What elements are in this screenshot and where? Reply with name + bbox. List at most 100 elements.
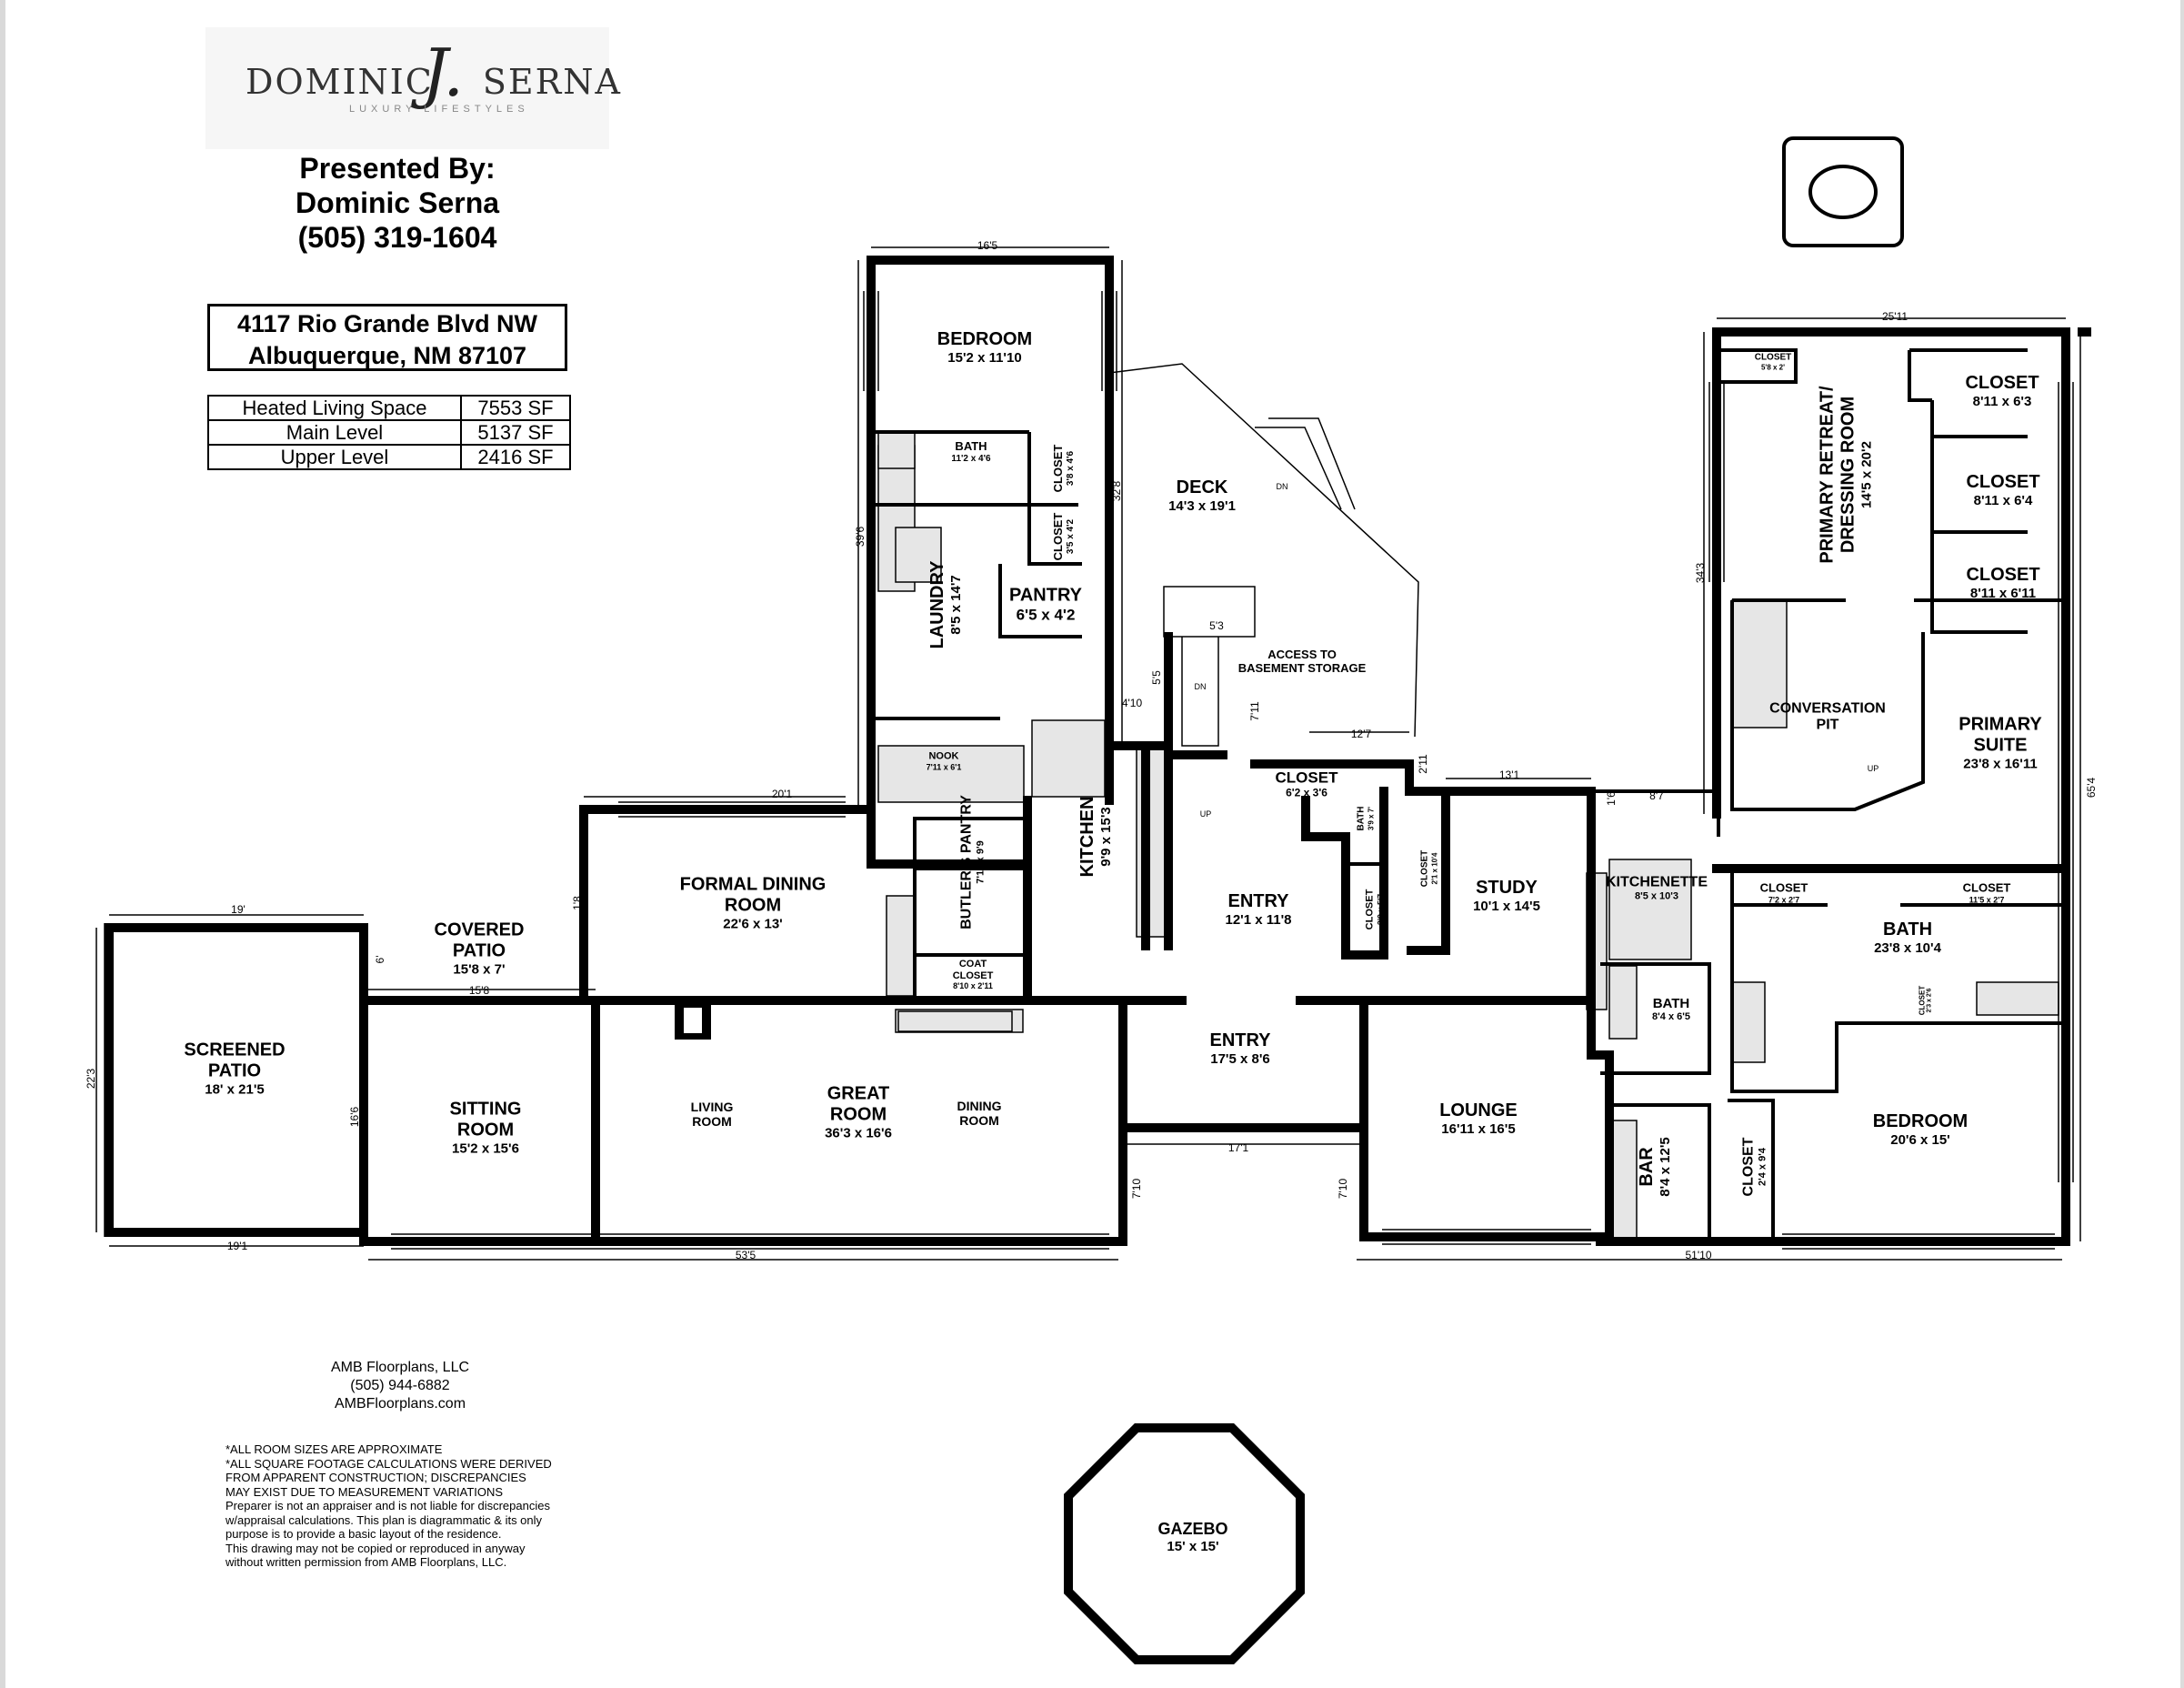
dim-label: 12'7 (1350, 728, 1372, 740)
room-name: FORMAL DINING (679, 874, 827, 895)
wall-primary-closets (1717, 348, 2028, 634)
window-north-bedroom (863, 291, 1117, 391)
room-name: COAT (958, 959, 987, 970)
room-name: BATH (1652, 996, 1690, 1012)
bath-tub (1608, 965, 1638, 1040)
tub (1976, 981, 2059, 1016)
room-closet-entry: CLOSET 6'2 x 3'6 (1276, 769, 1338, 799)
room-closet-small: CLOSET 3'9 x 5'7 (1365, 889, 1386, 930)
room-covered-patio: COVERED PATIO 15'8 x 7' (435, 919, 525, 977)
window-great-south (391, 1233, 1109, 1250)
room-closet-pr3: CLOSET 8'11 x 6'11 (1966, 565, 2039, 601)
room-dims: 15' x 15' (1167, 1538, 1219, 1554)
room-name: SITTING (449, 1099, 522, 1120)
room-dims: 18' x 21'5 (205, 1081, 265, 1098)
wall-lounge-west (1359, 1123, 1605, 1241)
butler-counter (886, 895, 917, 997)
room-name: PRIMARY (1959, 714, 2042, 735)
room-dims: 8'4 x 12'5 (1657, 1137, 1673, 1197)
sf-row: Heated Living Space 7553 SF (207, 395, 571, 421)
dim-label: 5'3 (1209, 619, 1224, 632)
room-bath-primary: BATH 23'8 x 10'4 (1874, 919, 1941, 956)
room-dims: 5'8 x 2' (1760, 363, 1786, 372)
laundry-counter-b (895, 527, 942, 583)
room-dims: 14'3 x 19'1 (1168, 497, 1236, 514)
room-dims: 2'4 x 9'4 (1757, 1148, 1768, 1186)
room-living: LIVING ROOM (691, 1100, 734, 1129)
sf-row: Main Level 5137 SF (207, 419, 571, 446)
wall-entry-closets (1301, 787, 1388, 960)
room-closet-pr2: CLOSET 8'11 x 6'4 (1966, 472, 2039, 508)
room-nook: NOOK 7'11 x 6'1 (927, 751, 962, 772)
room-dims: 7'11 x 9'9 (975, 840, 987, 884)
room-gazebo: GAZEBO 15' x 15' (1157, 1520, 1227, 1554)
room-dims: 14'5 x 20'2 (1858, 441, 1875, 508)
room-name: KITCHENETTE (1606, 874, 1708, 890)
room-laundry: LAUNDRY 8'5 x 14'7 (927, 560, 964, 648)
room-name: CONVERSATION (1769, 700, 1886, 717)
room-dims: 3'5 x 4'2 (1065, 518, 1076, 555)
room-name: STUDY (1476, 877, 1538, 898)
room-closet-n2: CLOSET 3'5 x 4'2 (1050, 512, 1076, 561)
room-closet-bar: CLOSET 2'4 x 9'4 (1740, 1138, 1768, 1197)
stair-up-marker: UP (1199, 809, 1212, 819)
room-name: CLOSET (1754, 352, 1792, 363)
room-dims: 8'10 x 2'11 (953, 981, 993, 991)
room-name: CLOSET (1275, 769, 1338, 787)
dim-label: 8'7 (1649, 789, 1664, 802)
walls (104, 256, 2091, 1664)
credit-web: AMBFloorplans.com (334, 1396, 466, 1412)
room-bath-north: BATH 11'2 x 4'6 (951, 439, 991, 464)
room-name: DECK (1176, 477, 1228, 497)
room-dims: 6'5 x 4'2 (1016, 606, 1076, 624)
room-dims: 23'8 x 16'11 (1963, 756, 2038, 772)
room-name: DINING (957, 1098, 1002, 1113)
dim-label: 20'1 (771, 788, 793, 800)
sf-value: 5137 SF (460, 419, 571, 446)
sf-value: 7553 SF (460, 395, 571, 421)
room-name: CLOSET (1966, 471, 2040, 492)
deck-down-marker: DN (1276, 481, 1288, 491)
room-dims: 12'1 x 11'8 (1225, 911, 1292, 928)
room-dims: 16'11 x 16'5 (1441, 1120, 1516, 1137)
room-closet-bath1: CLOSET 7'2 x 2'7 (1759, 880, 1808, 904)
wall-closet-bar (1728, 1099, 1775, 1237)
note-line: BASEMENT STORAGE (1237, 661, 1367, 675)
room-formal-dining: FORMAL DINING ROOM 22'6 x 13' (680, 874, 827, 931)
room-dims: 17'5 x 8'6 (1210, 1050, 1270, 1067)
disclaimer-line: This drawing may not be copied or reprod… (225, 1541, 526, 1570)
room-dims: 15'2 x 11'10 (947, 349, 1022, 366)
presenter-name: Dominic Serna (295, 186, 500, 219)
room-screened-patio: SCREENED PATIO 18' x 21'5 (184, 1040, 285, 1097)
room-name: CLOSET (1759, 880, 1808, 895)
room-dims: 11'5 x 2'7 (1969, 895, 2005, 905)
dim-label: 13'1 (1498, 769, 1520, 781)
room-dims: 11'2 x 4'6 (951, 453, 991, 464)
credit-company: AMB Floorplans, LLC (330, 1360, 470, 1375)
room-dims: 10'1 x 14'5 (1473, 898, 1540, 914)
room-name: LAUNDRY (927, 560, 947, 649)
room-name: DRESSING ROOM (1838, 396, 1858, 554)
wall-bath-mid (1600, 962, 1711, 1075)
dim-label: 19'1 (226, 1240, 248, 1252)
wall-kitchen (1141, 750, 1173, 950)
room-dims: 8'11 x 6'11 (1969, 585, 2037, 601)
room-name: BATH (1882, 919, 1933, 939)
room-dims: 8'4 x 6'5 (1652, 1011, 1690, 1023)
dim-label: 51'10 (1685, 1249, 1712, 1261)
room-bath-small: BATH 3'9 x 7' (1357, 806, 1376, 830)
wall-north-wing (867, 256, 1114, 805)
room-closet-tiny: CLOSET 2'3 x 2'6 (1918, 986, 1933, 1015)
shower-north (877, 431, 916, 469)
room-name: BEDROOM (1872, 1110, 1969, 1131)
room-dims: 20'6 x 15' (1890, 1131, 1950, 1148)
sf-label: Main Level (207, 419, 462, 446)
dim-label: 16'6 (348, 1106, 361, 1128)
room-name: CLOSET (1050, 512, 1065, 561)
wall-closet-entry (1250, 759, 1414, 796)
dim-label: 34'3 (1694, 562, 1707, 584)
address-city: Albuquerque, NM 87107 (247, 342, 527, 369)
window-lounge-south (1382, 1229, 1591, 1245)
